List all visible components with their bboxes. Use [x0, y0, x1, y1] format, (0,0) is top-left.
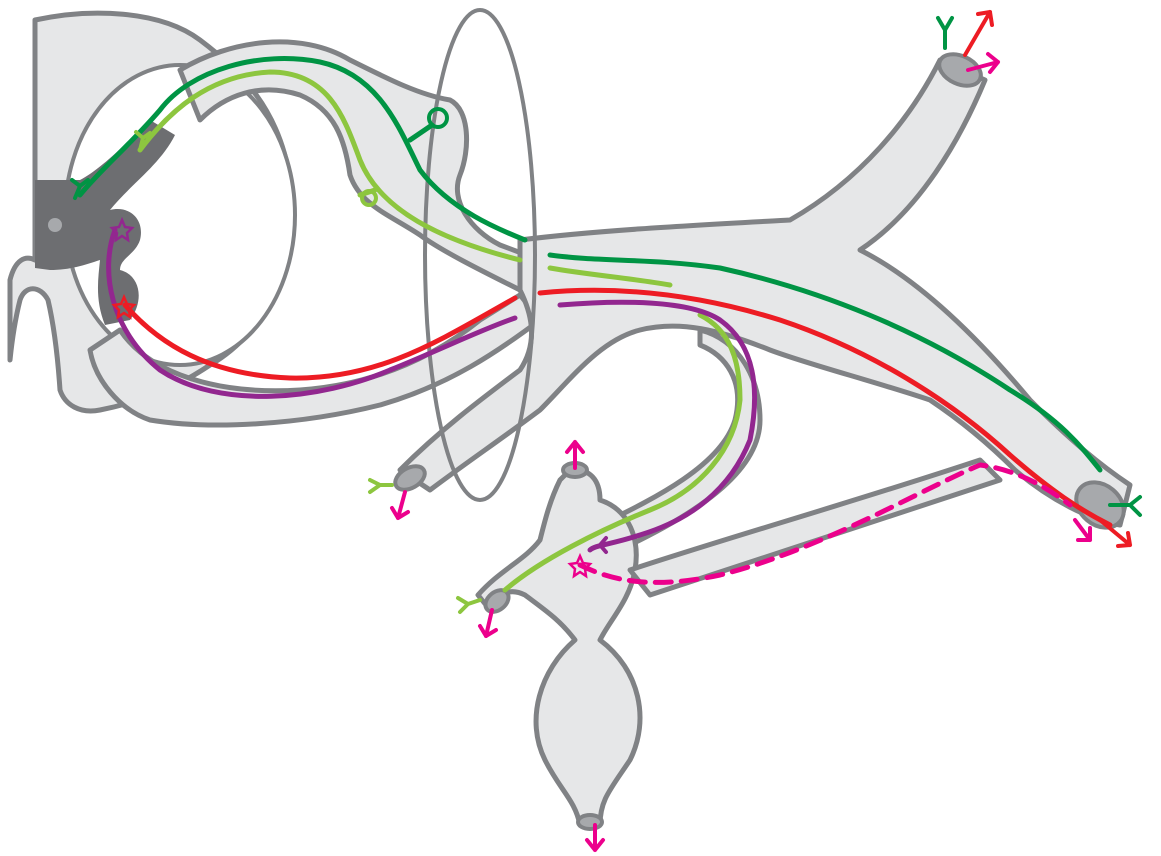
fibers-layer [77, 56, 1113, 593]
ventral-root [87, 292, 543, 428]
somatic-ganglion-stalk [407, 122, 435, 143]
dendrite-terminal-icon [936, 16, 954, 50]
dendrite-terminal-icon [456, 596, 482, 614]
dendrite-terminal-icon [134, 130, 152, 152]
terminals [70, 10, 1142, 852]
arrow-icon [565, 440, 585, 470]
dorsal-ramus-end [937, 52, 983, 88]
dendrite-terminal-icon [588, 536, 608, 554]
arrow-icon [390, 490, 410, 520]
arrow-icon [585, 823, 605, 852]
arrow-icon [478, 608, 498, 638]
ganglion-bottom-end [576, 813, 604, 831]
ganglion-cell-body-icon [427, 107, 449, 129]
ventral-ramus-end [1074, 480, 1126, 530]
visceral-motor-postganglionic-fiber [577, 462, 1073, 585]
somatic-motor-fiber [122, 287, 1113, 528]
ganglion-cell-body-icon [360, 189, 378, 207]
grey-matter [35, 120, 175, 325]
plane-ring [423, 8, 537, 502]
arrow-icon [1073, 518, 1092, 542]
central-canal [48, 218, 62, 232]
dendrite-terminal-icon [368, 478, 394, 494]
visceral-branch [627, 457, 1003, 598]
somatic-sensory-fiber [77, 56, 1103, 473]
branch-end-left [393, 464, 427, 492]
arrow-icon [1098, 518, 1132, 548]
dendrite-terminal-icon [70, 178, 90, 200]
cell-bodies [109, 216, 593, 579]
spinal-nerve-trunk [397, 57, 1133, 528]
arrow-icon [963, 10, 994, 57]
dendrite-terminal-icon [1108, 495, 1142, 517]
star-cell-body-icon [109, 216, 135, 243]
visceral-sensory-fiber [137, 69, 743, 593]
tissue-layer [7, 10, 1133, 831]
star-cell-body-icon [111, 293, 137, 320]
arrow-icon [966, 52, 1000, 74]
star-cell-body-icon [567, 552, 593, 579]
branch-end-ganglion [483, 588, 511, 614]
